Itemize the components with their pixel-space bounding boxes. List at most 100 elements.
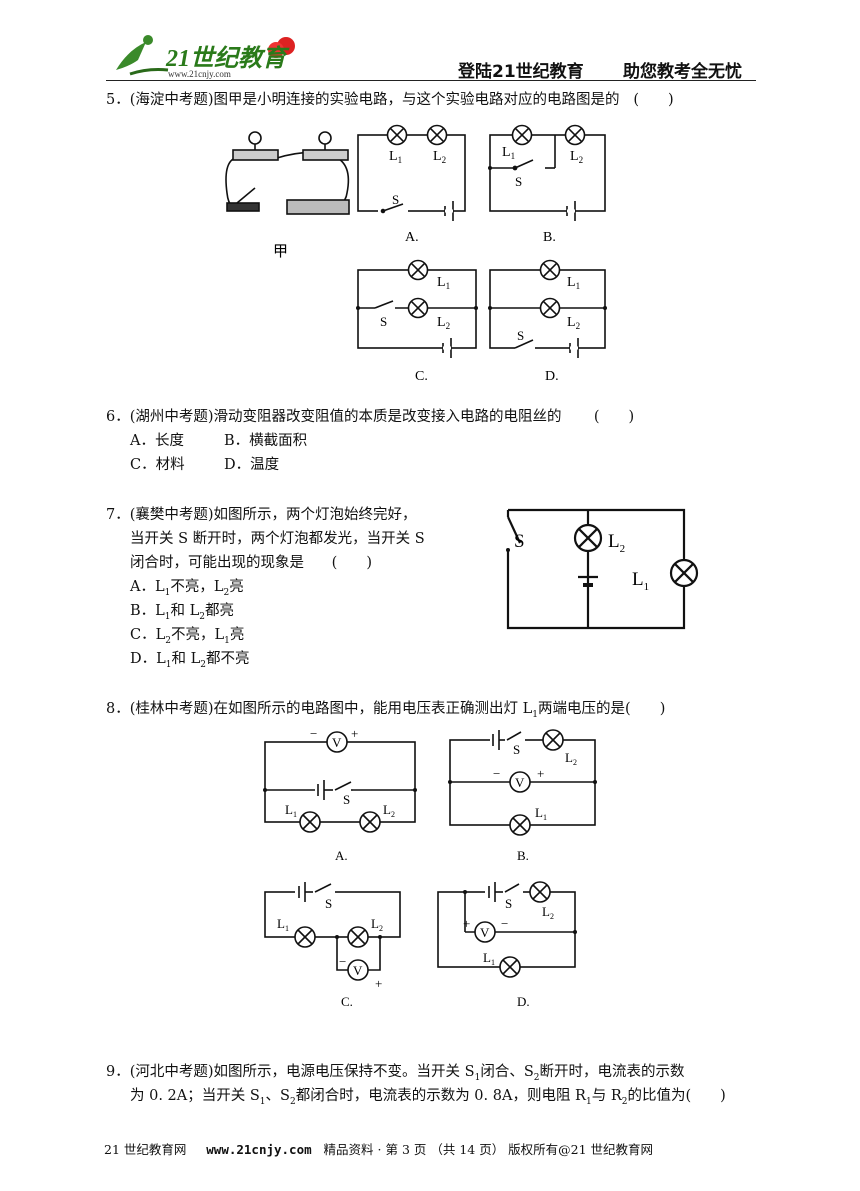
q8-circuit-a <box>264 741 416 823</box>
q8d-voltmeter: V <box>480 925 490 940</box>
q5a-l1: L1 <box>389 149 402 165</box>
q8-label-b: B. <box>517 848 529 863</box>
q8-text-post: 两端电压的是( ) <box>538 701 666 717</box>
q9-l2-c: 都闭合时，电流表的示数为 0. 8A，则电阻 R <box>295 1088 586 1104</box>
q8d-minus: − <box>501 916 508 931</box>
q8a-minus: − <box>310 726 317 741</box>
q5-figures: 甲 L1 L2 S A. L1 L2 S B. <box>225 124 607 384</box>
q8c-l2: L2 <box>371 916 383 933</box>
q7-line-3: 闭合时，可能出现的现象是 <box>130 555 304 571</box>
q7-option-d: D．L1和 L2都不亮 <box>130 651 250 670</box>
question-9-line-2: 为 0. 2A；当开关 S1、S2都闭合时，电流表的示数为 0. 8A，则电阻 … <box>130 1084 726 1114</box>
question-7: 7．(襄樊中考题)如图所示，两个灯泡始终完好， <box>106 503 417 527</box>
q7-l2-label: L2 <box>608 531 625 555</box>
q5d-l2: L2 <box>567 315 580 331</box>
q8b-plus: + <box>537 766 544 781</box>
q8-number: 8． <box>106 701 130 717</box>
q7-bracket: ( ) <box>331 555 372 571</box>
q5-number: 5． <box>106 92 130 108</box>
q5-circuit-a <box>357 134 466 221</box>
q5b-s: S <box>515 174 522 189</box>
logo-url: www.21cnjy.com <box>168 69 231 79</box>
q7-switch-label: S <box>514 531 525 552</box>
q8-label-c: C. <box>341 994 353 1009</box>
q8b-s: S <box>513 742 520 757</box>
q7-number: 7． <box>106 507 130 523</box>
q8-label-d: D. <box>517 994 530 1009</box>
q7-line-3-wrap: 闭合时，可能出现的现象是 ( ) <box>130 551 372 575</box>
q8b-l1: L1 <box>535 805 547 822</box>
q9-l2-sub1: 1 <box>259 1096 266 1107</box>
q8c-l1: L1 <box>277 916 289 933</box>
logo-text: 21世纪教育 <box>165 45 290 72</box>
q9-l1-sub2: 2 <box>533 1072 540 1083</box>
site-logo: 21世纪教育 www.21cnjy.com <box>108 30 308 80</box>
q5-bracket: ( ) <box>633 92 674 108</box>
q9-l2-r1: 1 <box>585 1096 592 1107</box>
q5b-l1: L1 <box>502 145 515 161</box>
footer-site: 21 世纪教育网 <box>104 1142 187 1157</box>
q9-l2-sub2: 2 <box>289 1096 296 1107</box>
q8c-minus: − <box>339 954 346 969</box>
logo-graphic: 21世纪教育 www.21cnjy.com <box>116 35 295 79</box>
q6-option-b: B．横截面积 <box>224 433 308 449</box>
q8a-voltmeter: V <box>332 735 342 750</box>
q6-option-c: C．材料 <box>130 457 185 473</box>
q5-circuit-b <box>489 134 606 221</box>
q9-l2-r2: 2 <box>621 1096 628 1107</box>
question-5: 5．(海淀中考题)图甲是小明连接的实验电路，与这个实验电路对应的电路图是的 ( … <box>106 88 674 112</box>
q9-l1-b: 闭合、S <box>480 1064 534 1080</box>
q9-l2-d: 与 R <box>591 1088 622 1104</box>
q8d-s: S <box>505 896 512 911</box>
q5a-l2: L2 <box>433 149 446 165</box>
q7-line-1: (襄樊中考题)如图所示，两个灯泡始终完好， <box>129 507 417 523</box>
q5d-s: S <box>517 328 524 343</box>
q9-l1-a: (河北中考题)如图所示，电源电压保持不变。当开关 S <box>129 1064 475 1080</box>
footer-info: 精品资料 · 第 3 页 （共 14 页） 版权所有@21 世纪教育网 <box>323 1142 654 1157</box>
photo-label-jia: 甲 <box>273 244 288 260</box>
q8c-voltmeter: V <box>353 963 363 978</box>
footer-url[interactable]: www.21cnjy.com <box>206 1142 312 1157</box>
q7-line-2: 当开关 S 断开时，两个灯泡都发光，当开关 S <box>130 531 425 547</box>
q8-sub: 1 <box>532 709 539 720</box>
q8a-l1: L1 <box>285 802 297 819</box>
q5a-s: S <box>392 192 399 207</box>
q7-l1-label: L1 <box>632 569 649 593</box>
q8b-voltmeter: V <box>515 775 525 790</box>
q8d-l2: L2 <box>542 904 554 921</box>
q9-number: 9． <box>106 1064 130 1080</box>
q8b-l2: L2 <box>565 750 577 767</box>
q9-l1-sub1: 1 <box>474 1072 481 1083</box>
header-title-left: 登陆21世纪教育 <box>458 62 584 82</box>
question-9-line-1: 9．(河北中考题)如图所示，电源电压保持不变。当开关 S1闭合、S2断开时，电流… <box>106 1060 685 1090</box>
q5c-l2: L2 <box>437 315 450 331</box>
q5-label-c: C. <box>415 369 428 384</box>
question-6: 6．(湖州中考题)滑动变阻器改变阻值的本质是改变接入电路的电阻丝的 ( ) <box>106 405 634 429</box>
q6-bracket: ( ) <box>593 409 635 425</box>
question-8: 8．(桂林中考题)在如图所示的电路图中，能用电压表正确测出灯 L1两端电压的是(… <box>106 697 665 727</box>
q7-option-b: B．L1和 L2都亮 <box>130 603 235 622</box>
q6-number: 6． <box>106 409 130 425</box>
q8a-s: S <box>343 792 350 807</box>
q8d-l1: L1 <box>483 950 495 967</box>
experiment-photo <box>225 131 350 215</box>
q6-text: (湖州中考题)滑动变阻器改变阻值的本质是改变接入电路的电阻丝的 <box>129 409 562 425</box>
q8-figures: V − + S L1 L2 A. V − + S L2 L1 B. V − + … <box>263 726 597 1009</box>
q7-circuit: S L2 L1 <box>506 508 699 630</box>
q5-label-d: D. <box>545 369 559 384</box>
q8d-plus: + <box>463 916 470 931</box>
q8c-s: S <box>325 896 332 911</box>
q9-l2-a: 为 0. 2A；当开关 S <box>130 1088 260 1104</box>
q5c-l1: L1 <box>437 275 450 291</box>
header-title-right: 助您教考全无忧 <box>623 62 742 82</box>
q8c-plus: + <box>375 976 382 991</box>
q7-option-a: A．L1不亮，L2亮 <box>130 579 244 598</box>
q5-label-b: B. <box>543 230 556 245</box>
q8b-minus: − <box>493 766 500 781</box>
q5d-l1: L1 <box>567 275 580 291</box>
q6-option-a: A．长度 <box>130 433 184 449</box>
q5-label-a: A. <box>405 230 419 245</box>
q6-option-d: D．温度 <box>224 457 280 473</box>
q5c-s: S <box>380 314 387 329</box>
q8-label-a: A. <box>335 848 348 863</box>
